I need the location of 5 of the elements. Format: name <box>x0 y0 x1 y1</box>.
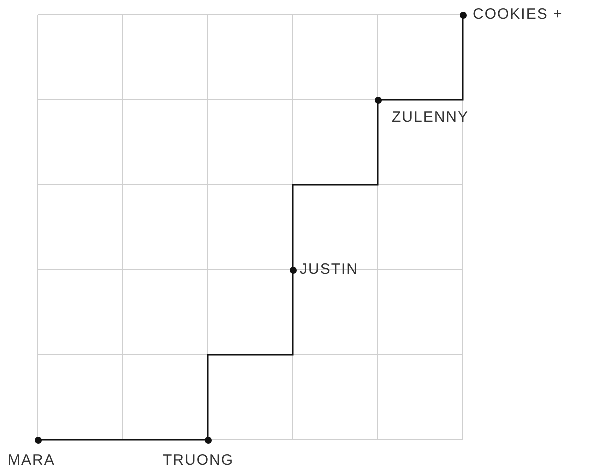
place-label: COOKIES + <box>473 6 564 24</box>
place-label: TRUONG <box>163 452 234 470</box>
place-label: JUSTIN <box>300 261 358 279</box>
place-label: MARA <box>8 452 56 470</box>
place-label: ZULENNY <box>392 109 470 127</box>
